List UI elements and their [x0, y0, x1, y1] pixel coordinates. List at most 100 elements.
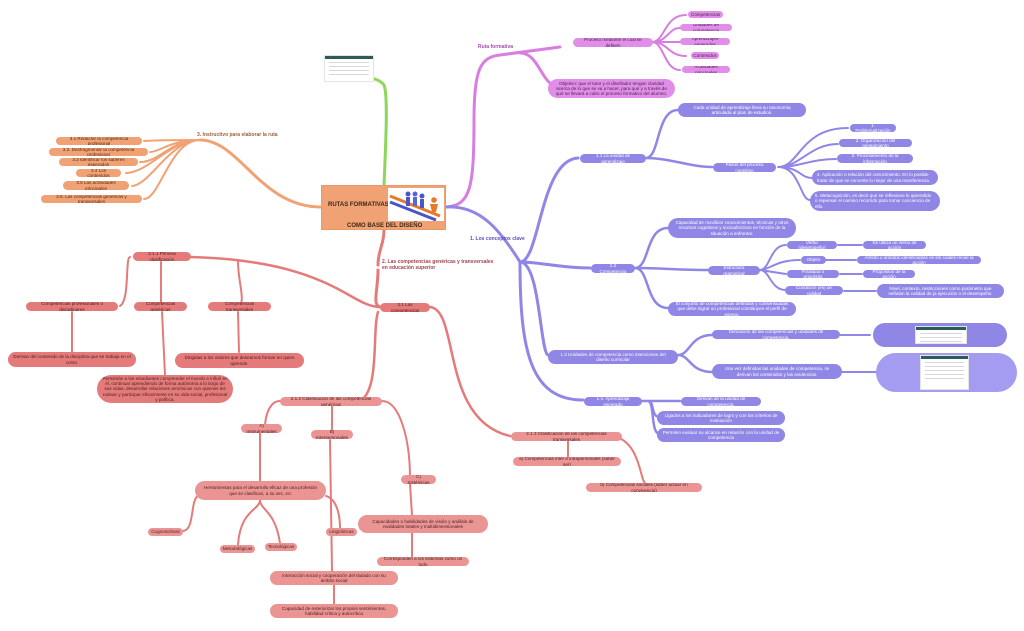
ruta-item-unidades[interactable]: Unidades de competencia	[680, 24, 732, 31]
estructura-k-finalidad[interactable]: Finalidad o propósito	[787, 270, 839, 278]
instructivo-item-4[interactable]: 3.4 Los contenidos	[76, 169, 121, 177]
genericas-desc[interactable]: Permitirán a los estudiantes comprender …	[97, 375, 233, 403]
paso-5[interactable]: 5. Metacognición, es decir que se reflex…	[810, 191, 940, 211]
link-hub-transversales	[428, 305, 512, 438]
link-genericas-children	[259, 400, 413, 572]
link-unidades-images	[839, 334, 877, 373]
estructura-v-finalidad[interactable]: Propósitos de la acción	[863, 270, 915, 278]
transversales-desc[interactable]: Dirigidas a los valores que deseamos for…	[175, 353, 304, 368]
thumbnail-row	[925, 362, 964, 363]
link-conceptos-children	[518, 156, 592, 402]
competencias-branch-label[interactable]: 2. Las competencias genéricas y transver…	[382, 259, 494, 271]
link-instructivo	[198, 138, 323, 209]
instructivo-item-3[interactable]: 3.3 Identificar los saberes esperados	[59, 158, 138, 166]
estructura-k-objeto[interactable]: Objeto	[801, 256, 826, 264]
estructura-k-verbo[interactable]: Verbo (desempeño)	[787, 241, 837, 249]
aprendizaje-item-2[interactable]: Ligados a los indicadores de logro y con…	[657, 411, 785, 425]
central-topic[interactable]: RUTAS FORMATIVAS COMO BASE DEL DISEÑO	[321, 185, 446, 230]
objetivo-node[interactable]: Objetivo: que el tutor y el diseñador te…	[548, 79, 675, 98]
paso-1[interactable]: 1. Problematización	[850, 124, 896, 132]
vision-node[interactable]: Capacidades o habilidades de visión y an…	[358, 515, 488, 533]
link-unidades-children	[676, 333, 714, 374]
link-hub-primera	[186, 255, 382, 309]
link-primera-children	[71, 256, 243, 376]
las-competencias-node[interactable]: 2.1 Las competencias	[380, 303, 430, 312]
comp-transversales-node[interactable]: Competencias transversales	[208, 302, 271, 311]
link-unidad-children	[644, 108, 714, 169]
instructivo-item-2[interactable]: 3.2. Desfragmentar la competencia profes…	[49, 148, 148, 156]
proceso-node[interactable]: Proceso mediante el cual se definen	[573, 38, 653, 47]
sistemas-node[interactable]: Corresponden a los sistemas como un todo	[377, 557, 469, 566]
instructivo-item-6[interactable]: 3.6. Las competencias genéricas y transv…	[41, 195, 142, 203]
unidades-competencia-node[interactable]: 1.3 Unidades de competencia como intenci…	[548, 350, 678, 364]
interpersonales-node[interactable]: B) Interpersonales	[311, 430, 353, 439]
people-race-icon	[388, 188, 444, 221]
ruta-item-competencias[interactable]: Competencias	[688, 11, 723, 18]
instructivo-label[interactable]: 3. Instructivo para elaborar la ruta	[197, 132, 278, 138]
link-hub-genericas	[358, 310, 380, 403]
instructivo-item-5[interactable]: 3.5 Las actividades principales	[63, 181, 129, 190]
thumbnail-row	[920, 341, 962, 342]
link-conceptos	[444, 205, 522, 264]
comp-genericas-node[interactable]: Competencias genéricas	[134, 302, 187, 311]
perfil-node[interactable]: El conjunto de competencias definidas y …	[668, 302, 796, 316]
estructura-v-objeto[interactable]: Ámbito o ámbitos identificables en los c…	[857, 256, 981, 264]
capacidad-node[interactable]: Capacidad de exteriorizar los propios se…	[270, 604, 398, 618]
interaccion-node[interactable]: Interacción social y cooperación del tit…	[270, 571, 398, 585]
link-competencia-children	[633, 226, 710, 310]
estructura-node[interactable]: Estructura gramatical	[708, 266, 760, 275]
profesionales-desc[interactable]: Derivan del contenido de la disciplina q…	[8, 352, 136, 367]
contenidos-image-node[interactable]	[876, 353, 1017, 392]
thumbnail-row	[925, 378, 964, 379]
thumbnail-row	[329, 74, 369, 75]
thumbnail-row	[925, 366, 964, 367]
aprendizaje-esperado-node[interactable]: 1.4. Aprendizaje esperado	[584, 397, 642, 406]
tipo-metodologicas[interactable]: Metodológicas	[220, 545, 255, 553]
derivacion-image-node[interactable]	[873, 323, 1007, 347]
paso-2[interactable]: 2. Organización del pensamiento	[839, 139, 912, 147]
ruta-item-aprendizajes[interactable]: Aprendizajes esperados	[680, 38, 730, 45]
thumbnail-row	[925, 370, 964, 371]
central-title-line1: RUTAS FORMATIVAS	[328, 202, 389, 208]
contenidos-evidencias-node[interactable]: Una vez definidas las unidades de compet…	[712, 364, 842, 379]
transversales-b-node[interactable]: b) Competencias sociales (saber actuar e…	[586, 483, 702, 492]
paso-3[interactable]: 3. Procesamiento de la información	[837, 154, 913, 163]
herramientas-node[interactable]: Herramientas para el desarrollo eficaz d…	[195, 481, 326, 500]
sistemicas-node[interactable]: C) Sistémicas	[401, 475, 436, 484]
unidad-desc-node[interactable]: Cada unidad de aprendizaje lleva su taxo…	[678, 103, 806, 117]
instructivo-item-1[interactable]: 3.1 Redactar la competencia profesional	[56, 137, 142, 145]
ruta-formativa-label[interactable]: Ruta formativa	[478, 44, 514, 50]
unidad-aprendizaje-node[interactable]: 1.1 La unidad de aprendizaje	[580, 154, 646, 163]
central-title-line2: COMO BASE DEL DISEÑO	[347, 223, 423, 229]
transversales-clasificacion-node[interactable]: 2.1.3 Clasificación de las competencias …	[511, 432, 622, 441]
link-ruta-items	[651, 14, 687, 71]
link-estructura-children	[759, 244, 877, 292]
thumbnail-header	[921, 356, 968, 359]
genericas-clasificacion-node[interactable]: 2.1.2 Clasificación de las competencias …	[280, 397, 382, 406]
instrumentales-node[interactable]: A) Instrumentales	[241, 424, 282, 433]
transversales-a-node[interactable]: a) Competencias inter e intrapersonales …	[513, 457, 621, 466]
table-thumbnail-icon	[920, 355, 969, 390]
conceptos-label[interactable]: 1. Los conceptos clave	[470, 236, 525, 242]
primera-clasificacion-node[interactable]: 2.1.1 Primera clasificación	[133, 252, 191, 261]
thumbnail-row	[329, 70, 369, 71]
competencia-desc-node[interactable]: Capacidad de movilizar conocimientos, té…	[668, 218, 796, 238]
estructura-k-condicion[interactable]: Condición (es) de calidad	[785, 286, 843, 295]
pasos-node[interactable]: Pasos del proceso cognitivo	[713, 163, 776, 172]
thumbnail-row	[925, 374, 964, 375]
aprendizaje-item-3[interactable]: Permiten evaluar su alcance en relación …	[657, 428, 785, 442]
ruta-item-contenidos[interactable]: Contenidos	[691, 52, 719, 59]
tipo-linguisticas[interactable]: Lingüísticas	[326, 528, 357, 536]
comp-profesionales-node[interactable]: Competencias profesionales o disciplinar…	[26, 302, 118, 311]
aprendizaje-item-1[interactable]: Derivan de la unidad de competencia.	[681, 397, 761, 406]
competencia-node[interactable]: 1.2 Competencia	[591, 264, 635, 273]
estructura-v-verbo[interactable]: Se utiliza un verbo de acción	[863, 241, 926, 249]
tipo-cognoscitivas[interactable]: Cognoscitivas	[148, 528, 183, 536]
derivacion-node[interactable]: Derivación de las competencias y unidade…	[712, 330, 840, 339]
paso-4[interactable]: 4. Aplicación o relación del conocimient…	[812, 170, 938, 185]
tipo-tecnologicas[interactable]: Tecnológicas	[265, 543, 297, 551]
estructura-v-condicion[interactable]: Nivel, contexto, restricciones como pará…	[877, 284, 1004, 298]
table-thumbnail-top[interactable]	[324, 55, 374, 82]
ruta-item-actividades[interactable]: Actividades principales	[682, 66, 730, 73]
